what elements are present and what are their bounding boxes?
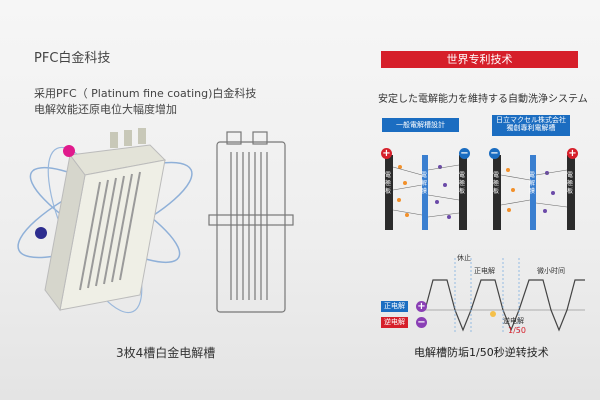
reverse-electrolysis-waveform [425,258,585,333]
cell-wireframe-illustration [208,131,294,313]
general-cell-design-label: 一般電解槽設計 [382,118,459,132]
pfc-description-line-1: 采用PFC（ Platinum fine coating)白金科技 [34,87,257,100]
reverse-electrolysis-label: 逆电解 [503,317,524,325]
electrode-plate-label: 電極板 [493,172,500,195]
membrane-label: 電解膜 [529,172,536,195]
electrode-plate [385,155,393,230]
micro-time-label: 微小时间 [537,267,565,275]
electrode-plate-label: 電極板 [567,172,574,195]
electrode-plate [493,155,501,230]
pause-label: 休止 [457,254,471,262]
forward-electrolysis-pill: 正电解 [381,301,408,312]
anti-scale-caption: 电解槽防垢1/50秒逆转技术 [414,346,549,359]
hitachi-cell-name: 獨創專利電解槽 [506,124,556,133]
cell-caption: 3枚4槽白金电解槽 [116,346,216,360]
platinum-cell [44,128,167,312]
patent-banner: 世界专利技术 [381,51,578,68]
plus-sign-icon: + [416,301,427,312]
minus-sign-icon: − [489,148,500,159]
minus-sign-icon: − [416,317,427,328]
electrode-plate-label: 電極板 [459,172,466,195]
membrane-label: 電解膜 [421,172,428,195]
hitachi-cell-label: 日立マクセル株式会社 獨創專利電解槽 [492,115,570,136]
reverse-ratio-label: 1/50 [508,326,526,335]
reverse-marker-dot [490,311,496,317]
electrode-plate [459,155,467,230]
cleaning-system-subtitle: 安定した電解能力を維持する自動洗浄システム [378,94,588,105]
electrode-comparison-diagram [385,155,575,230]
positive-particle-dot [63,145,75,157]
hitachi-company-name: 日立マクセル株式会社 [496,116,566,124]
pfc-description-line-2: 电解效能还原电位大幅度增加 [34,103,177,116]
pfc-title: PFC白金科技 [34,51,111,66]
waveform-line [425,279,585,332]
negative-particle-dot [35,227,47,239]
electrolytic-membrane [422,155,428,230]
electrode-plate [567,155,575,230]
plus-sign-icon: + [567,148,578,159]
plus-sign-icon: + [381,148,392,159]
minus-sign-icon: − [459,148,470,159]
electrolytic-cell-illustration [17,128,193,314]
electrolytic-membrane [530,155,536,230]
forward-electrolysis-label: 正电解 [474,267,495,275]
reverse-electrolysis-pill: 逆电解 [381,317,408,328]
electrode-plate-label: 電極板 [385,172,392,195]
